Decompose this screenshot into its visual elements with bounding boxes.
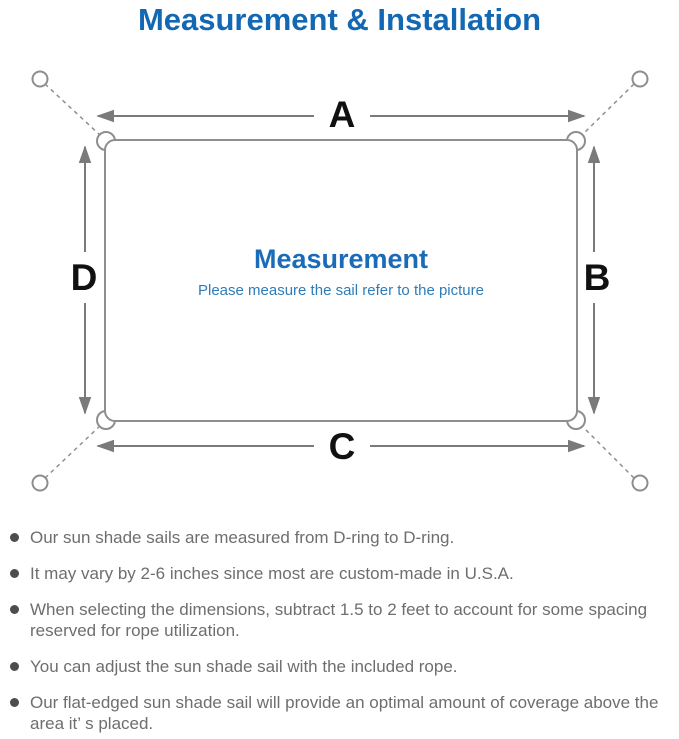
- note-text: It may vary by 2-6 inches since most are…: [30, 564, 514, 583]
- note-text: Our flat-edged sun shade sail will provi…: [30, 693, 659, 733]
- rope-dashed-top-right: [580, 83, 635, 137]
- anchor-point-bottom-left: [31, 474, 49, 492]
- bullet-dot-icon: [10, 569, 19, 578]
- dimension-label-b: B: [583, 257, 611, 298]
- bullet-dot-icon: [10, 605, 19, 614]
- dimension-label-a: A: [328, 94, 356, 135]
- note-text: When selecting the dimensions, subtract …: [30, 600, 648, 640]
- note-text: You can adjust the sun shade sail with t…: [30, 657, 458, 676]
- note-item: You can adjust the sun shade sail with t…: [10, 656, 671, 677]
- dimension-label-c: C: [328, 426, 356, 467]
- bullet-dot-icon: [10, 662, 19, 671]
- note-item: Our sun shade sails are measured from D-…: [10, 527, 671, 548]
- bullet-dot-icon: [10, 533, 19, 542]
- diagram-center-subtitle: Please measure the sail refer to the pic…: [198, 282, 484, 299]
- rope-dashed-top-left: [44, 83, 102, 137]
- diagram-center-title: Measurement: [253, 244, 429, 274]
- note-item: Our flat-edged sun shade sail will provi…: [10, 692, 671, 734]
- note-text: Our sun shade sails are measured from D-…: [30, 528, 455, 547]
- rope-dashed-bottom-left: [44, 424, 102, 479]
- sail-outline: [104, 139, 578, 422]
- page-title: Measurement & Installation: [137, 2, 542, 37]
- note-item: It may vary by 2-6 inches since most are…: [10, 563, 671, 584]
- diagram-center-caption: Measurement Please measure the sail refe…: [106, 244, 576, 299]
- rope-dashed-bottom-right: [580, 424, 635, 479]
- bullet-dot-icon: [10, 698, 19, 707]
- notes-list: Our sun shade sails are measured from D-…: [10, 527, 671, 739]
- dimension-label-d: D: [70, 257, 98, 298]
- measurement-diagram: [31, 70, 649, 492]
- anchor-point-top-left: [31, 70, 49, 88]
- note-item: When selecting the dimensions, subtract …: [10, 599, 671, 641]
- anchor-point-top-right: [631, 70, 649, 88]
- anchor-point-bottom-right: [631, 474, 649, 492]
